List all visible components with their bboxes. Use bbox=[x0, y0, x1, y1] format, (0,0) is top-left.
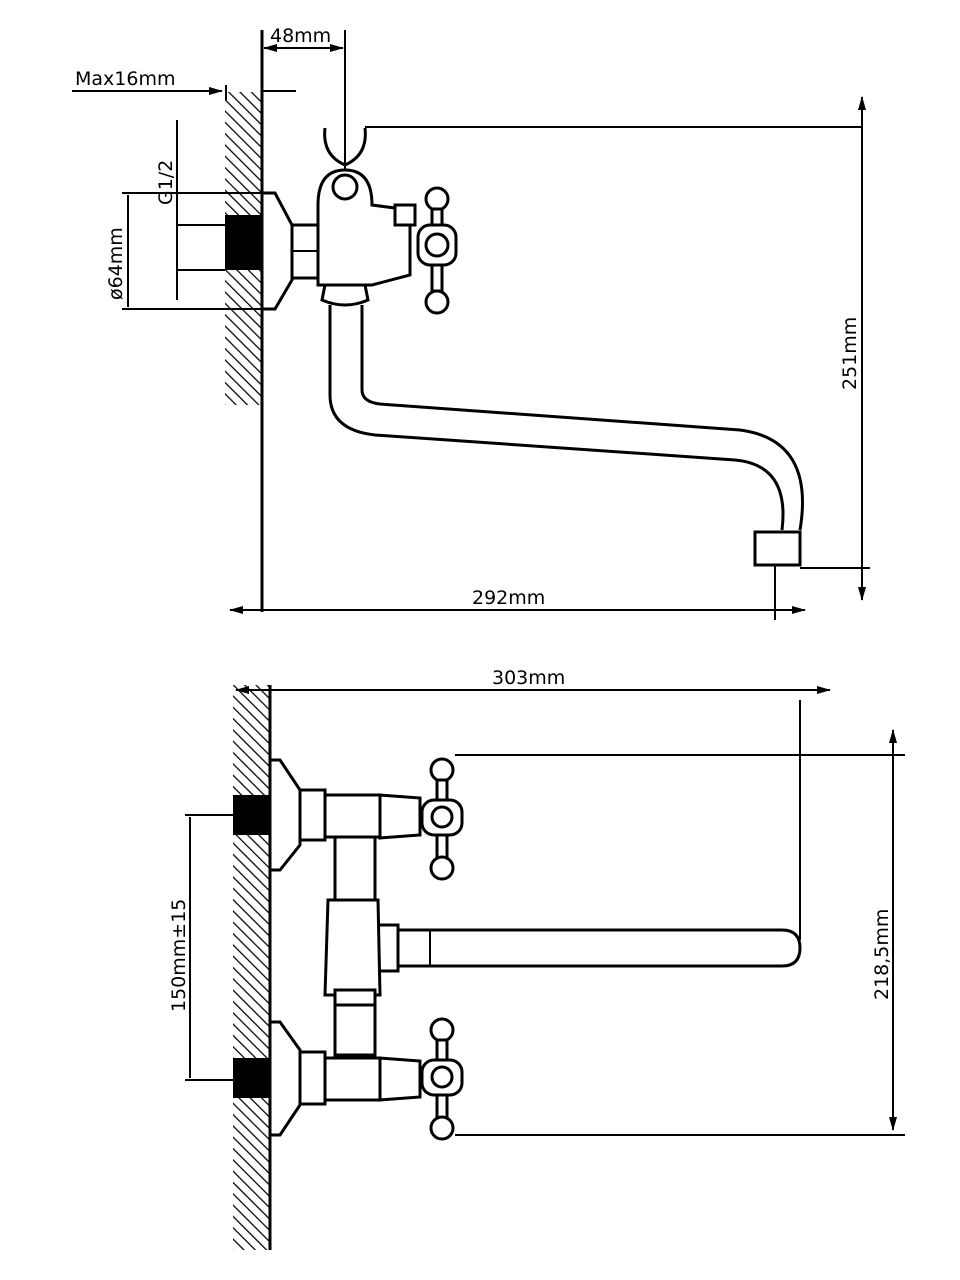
spout-nut bbox=[376, 923, 400, 973]
wall-hatch-2 bbox=[233, 685, 270, 1250]
diverter-ring bbox=[333, 988, 377, 1007]
spout-outer bbox=[328, 305, 785, 531]
aerator bbox=[753, 530, 802, 567]
holder-pivot bbox=[331, 173, 359, 201]
spout-top bbox=[393, 928, 802, 968]
top-view: 303mm 218,5mm 150mm±15 bbox=[168, 667, 905, 1250]
swivel-nut bbox=[320, 283, 370, 307]
total-reach-label: 303mm bbox=[492, 667, 565, 689]
inlet-bottom bbox=[233, 1058, 270, 1098]
flange-diameter-label: ø64mm bbox=[105, 227, 127, 300]
spout-inner bbox=[360, 305, 804, 531]
inlet-spacing-label: 150mm±15 bbox=[168, 899, 190, 1012]
lower-handle-cross bbox=[420, 1017, 464, 1141]
spout-reach-label: 292mm bbox=[472, 587, 545, 609]
wall-offset-label: 48mm bbox=[270, 25, 331, 47]
upper-valve bbox=[268, 758, 422, 872]
valve-stub bbox=[393, 203, 417, 227]
diverter bbox=[323, 898, 382, 997]
max-wall-label: Max16mm bbox=[75, 68, 175, 90]
lower-valve bbox=[268, 1020, 422, 1137]
inlet-pipe bbox=[225, 215, 262, 270]
handle-cross bbox=[416, 186, 458, 315]
flange bbox=[260, 191, 294, 311]
side-view: Max16mm 48mm G1/2 ø64mm bbox=[72, 25, 870, 620]
thread-label: G1/2 bbox=[155, 160, 177, 205]
inlet-top bbox=[233, 795, 270, 835]
height-label: 251mm bbox=[839, 317, 861, 390]
upper-handle-cross bbox=[420, 757, 464, 881]
shower-holder bbox=[323, 127, 367, 167]
handles-span-label: 218,5mm bbox=[871, 909, 893, 1000]
